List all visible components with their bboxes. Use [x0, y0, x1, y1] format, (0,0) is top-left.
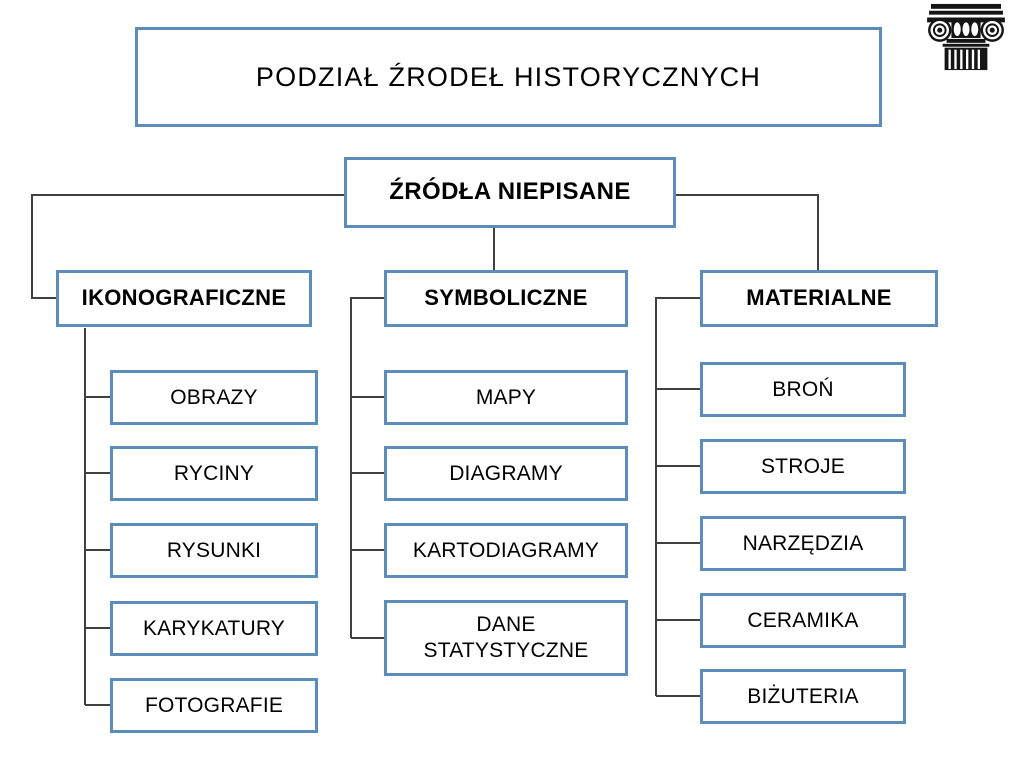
leaf-label: BROŃ [772, 377, 834, 401]
node-leaf-fotografie: FOTOGRAFIE [110, 678, 318, 733]
node-leaf-ceramika: CERAMIKA [700, 593, 906, 648]
leaf-label: OBRAZY [170, 385, 258, 409]
node-category-materialne: MATERIALNE [700, 270, 938, 327]
node-leaf-kartodiagramy: KARTODIAGRAMY [384, 523, 628, 578]
leaf-label: RYCINY [173, 461, 255, 485]
leaf-label: STROJE [760, 454, 846, 478]
leaf-label: NARZĘDZIA [742, 531, 864, 555]
leaf-label: KARYKATURY [142, 616, 286, 640]
leaf-label: DIAGRAMY [449, 461, 563, 485]
node-leaf-bron: BROŃ [700, 362, 906, 417]
node-category-symboliczne: SYMBOLICZNE [384, 270, 628, 327]
leaf-label: FOTOGRAFIE [144, 693, 284, 717]
node-leaf-mapy: MAPY [384, 370, 628, 425]
page-title: PODZIAŁ ŹRODEŁ HISTORYCZNYCH [135, 27, 882, 127]
leaf-label: DANE STATYSTYCZNE [423, 612, 589, 662]
node-leaf-obrazy: OBRAZY [110, 370, 318, 425]
leaf-label: MAPY [475, 385, 537, 409]
leaf-label: RYSUNKI [166, 538, 262, 562]
node-root: ŹRÓDŁA NIEPISANE [344, 157, 676, 228]
leaf-label: CERAMIKA [747, 608, 859, 632]
node-leaf-bizuteria: BIŻUTERIA [700, 669, 906, 724]
node-leaf-stroje: STROJE [700, 439, 906, 494]
node-leaf-diagramy: DIAGRAMY [384, 446, 628, 501]
node-leaf-rysunki: RYSUNKI [110, 523, 318, 578]
node-category-ikonograficzne: IKONOGRAFICZNE [56, 270, 312, 327]
leaf-label: KARTODIAGRAMY [412, 538, 600, 562]
node-leaf-dane-statystyczne: DANE STATYSTYCZNE [384, 600, 628, 676]
leaf-label: BIŻUTERIA [747, 684, 859, 708]
ionic-column-capital-icon [927, 3, 1005, 71]
node-leaf-karykatury: KARYKATURY [110, 601, 318, 656]
node-leaf-ryciny: RYCINY [110, 446, 318, 501]
node-leaf-narzedzia: NARZĘDZIA [700, 516, 906, 571]
